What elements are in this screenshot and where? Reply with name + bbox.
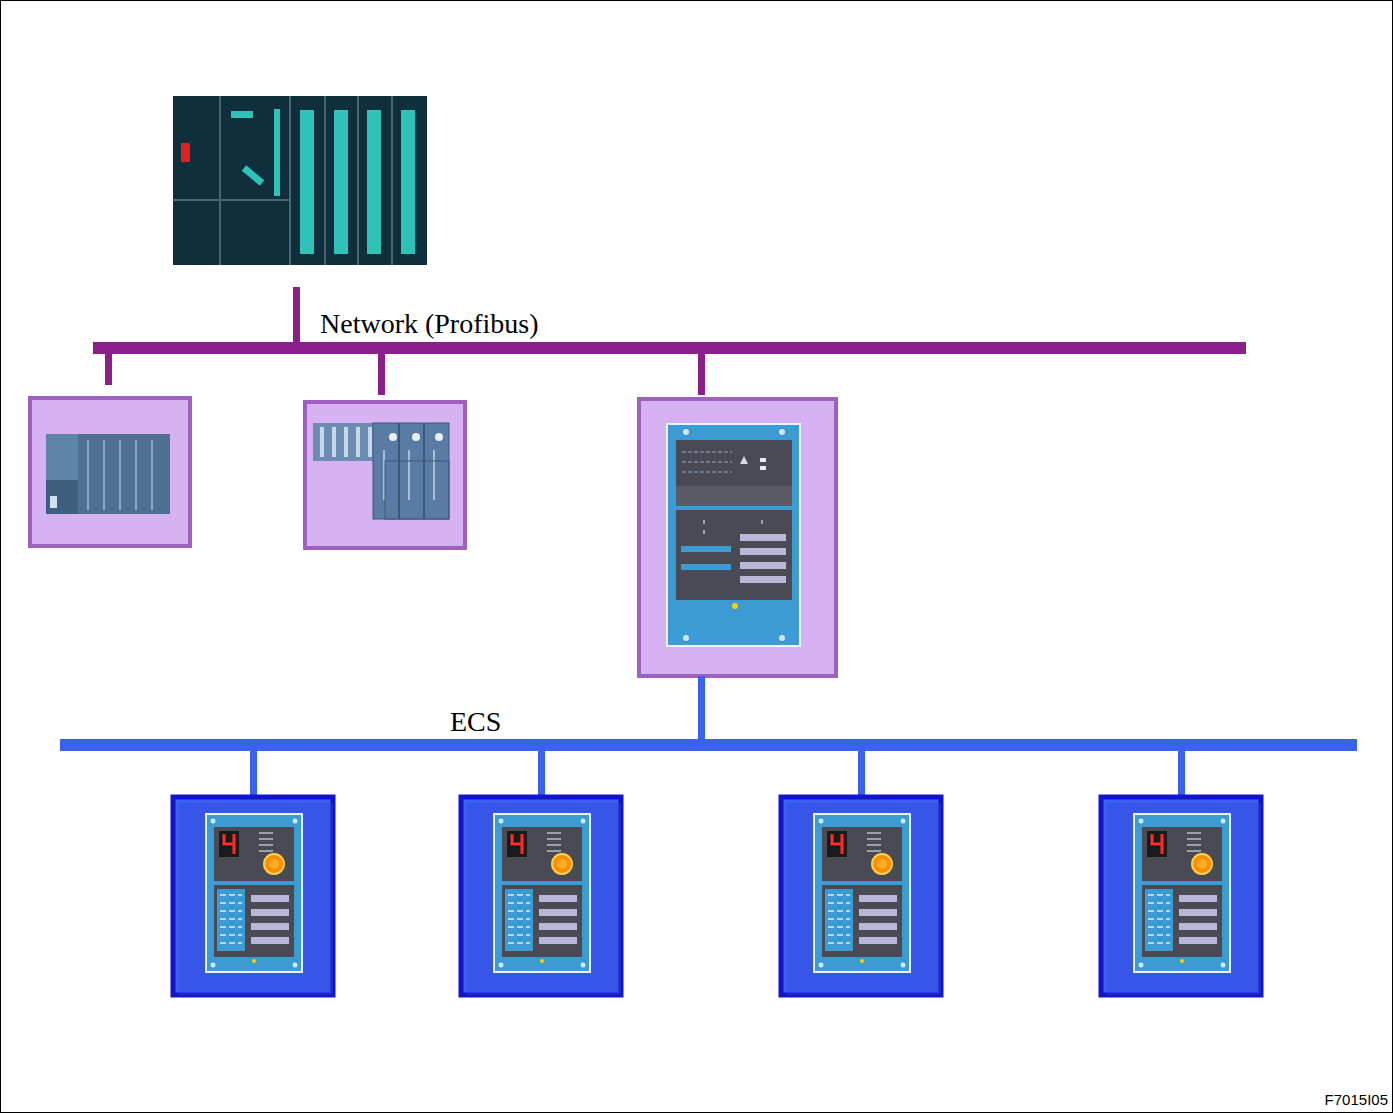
bus-label: Network (Profibus) — [318, 308, 541, 340]
gateway-device — [639, 399, 836, 676]
remote-io-device — [305, 402, 465, 548]
bus-label: ECS — [448, 706, 503, 738]
field-device — [1101, 797, 1261, 995]
profibus-bus — [93, 287, 1246, 395]
field-device — [173, 797, 333, 995]
field-device — [781, 797, 941, 995]
ecs-bus — [60, 676, 1357, 797]
plc-rack — [173, 96, 427, 265]
figure-id: F7015I05 — [1323, 1091, 1390, 1108]
field-device — [461, 797, 621, 995]
io-rack-device — [30, 398, 190, 546]
